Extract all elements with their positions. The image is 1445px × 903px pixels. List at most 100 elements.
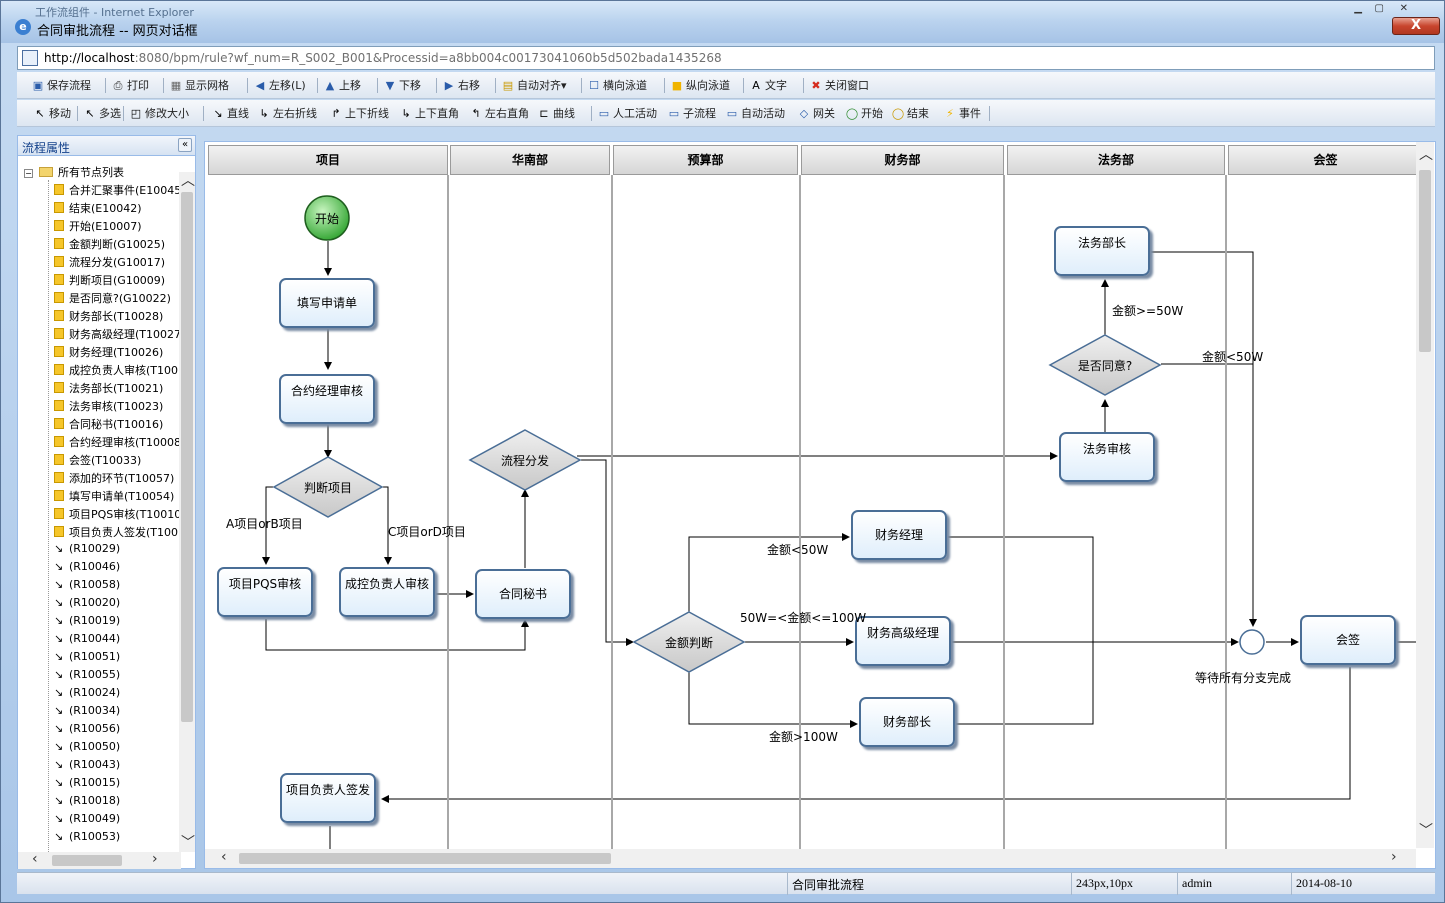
tree-node-task[interactable]: 财务高级经理(T10027 <box>54 326 181 344</box>
tree-node-task[interactable]: 财务部长(T10028) <box>54 308 163 326</box>
tree-node-task[interactable]: 项目负责人签发(T100 <box>54 524 178 542</box>
tree-node-line[interactable]: ↘(R10029) <box>54 542 120 560</box>
tree-node-task[interactable]: 结束(E10042) <box>54 200 142 218</box>
task-fin-senior[interactable]: 财务高级经理 <box>855 616 951 666</box>
task-proj-sign[interactable]: 项目负责人签发 <box>280 773 376 823</box>
tool-move-pointer-button[interactable]: ↖移动 <box>33 105 71 123</box>
tree-node-line[interactable]: ↘(R10020) <box>54 596 120 614</box>
tree-node-line[interactable]: ↘(R10044) <box>54 632 120 650</box>
tree-node-line[interactable]: ↘(R10015) <box>54 776 120 794</box>
scroll-down-icon[interactable]: ﹀ <box>181 835 195 851</box>
tool-auto-align-button[interactable]: ▤自动对齐▾ <box>501 77 567 95</box>
tree-node-task[interactable]: 合同秘书(T10016) <box>54 416 163 434</box>
collapse-icon[interactable]: « <box>178 138 192 152</box>
tool-start-button[interactable]: ◯开始 <box>845 105 883 123</box>
tree-horizontal-scrollbar[interactable]: ‹ › <box>18 851 181 869</box>
lane-header[interactable]: 预算部 <box>613 145 798 175</box>
task-pqs[interactable]: 项目PQS审核 <box>217 567 313 617</box>
task-secretary[interactable]: 合同秘书 <box>475 569 571 619</box>
tree-node-line[interactable]: ↘(R10058) <box>54 578 120 596</box>
tree-node-task[interactable]: 流程分发(G10017) <box>54 254 165 272</box>
task-countersign[interactable]: 会签 <box>1300 615 1396 665</box>
gateway-agree[interactable] <box>1048 334 1162 396</box>
bg-close-icon[interactable]: ✕ <box>1399 3 1408 14</box>
scroll-right-icon[interactable]: › <box>152 851 158 867</box>
tree-node-task[interactable]: 合并汇聚事件(E10045 <box>54 182 181 200</box>
tool-move-down-button[interactable]: ▼下移 <box>383 77 421 95</box>
tool-horizontal-lane-button[interactable]: ☐横向泳道 <box>587 77 647 95</box>
flow-diagram[interactable] <box>205 142 1436 869</box>
scroll-thumb[interactable] <box>181 192 193 722</box>
tool-event-button[interactable]: ⚡事件 <box>943 105 981 123</box>
gateway-dispatch[interactable] <box>468 429 582 491</box>
canvas-vertical-scrollbar[interactable]: ︿ ﹀ <box>1416 142 1434 848</box>
tool-auto-activity-button[interactable]: ▭自动活动 <box>725 105 785 123</box>
tool-print-button[interactable]: ⎙打印 <box>111 77 149 95</box>
tree-node-task[interactable]: 法务审核(T10023) <box>54 398 163 416</box>
tool-vertical-lane-button[interactable]: ■纵向泳道 <box>670 77 730 95</box>
tree-node-task[interactable]: 成控负责人审核(T100 <box>54 362 178 380</box>
tree-node-task[interactable]: 会签(T10033) <box>54 452 141 470</box>
tree-node-line[interactable]: ↘(R10049) <box>54 812 120 830</box>
tree-node-task[interactable]: 合约经理审核(T10008 <box>54 434 181 452</box>
tool-save-button[interactable]: ▣保存流程 <box>31 77 91 95</box>
tool-straight-line-button[interactable]: ↘直线 <box>211 105 249 123</box>
tree-node-task[interactable]: 判断项目(G10009) <box>54 272 165 290</box>
tree-node-line[interactable]: ↘(R10018) <box>54 794 120 812</box>
tree-node-task[interactable]: 金额判断(G10025) <box>54 236 165 254</box>
tool-grid-button[interactable]: ▦显示网格 <box>169 77 229 95</box>
scroll-up-icon[interactable]: ︿ <box>1419 147 1433 163</box>
canvas-horizontal-scrollbar[interactable]: ‹ › <box>205 849 1416 868</box>
bg-minimize-icon[interactable]: ▁ <box>1354 3 1362 14</box>
tool-move-up-button[interactable]: ▲上移 <box>323 77 361 95</box>
tool-gateway-button[interactable]: ◇网关 <box>797 105 835 123</box>
tree-node-line[interactable]: ↘(R10055) <box>54 668 120 686</box>
tool-end-button[interactable]: ◯结束 <box>891 105 929 123</box>
task-cost-ctrl[interactable]: 成控负责人审核 <box>339 567 435 617</box>
task-contract-mgr[interactable]: 合约经理审核 <box>279 374 375 424</box>
address-bar[interactable]: http://localhost:8080/bpm/rule?wf_num=R_… <box>17 46 1435 70</box>
tree-node-task[interactable]: 是否同意?(G10022) <box>54 290 171 308</box>
tool-move-left-button[interactable]: ◀左移(L) <box>253 77 306 95</box>
tree-node-line[interactable]: ↘(R10056) <box>54 722 120 740</box>
tree-node-line[interactable]: ↘(R10046) <box>54 560 120 578</box>
tool-ud-rightangle-button[interactable]: ↳上下直角 <box>399 105 459 123</box>
gateway-amount[interactable] <box>632 611 746 673</box>
tree-node-task[interactable]: 财务经理(T10026) <box>54 344 163 362</box>
scroll-left-icon[interactable]: ‹ <box>32 851 38 867</box>
tree-node-line[interactable]: ↘(R10019) <box>54 614 120 632</box>
tree-node-line[interactable]: ↘(R10050) <box>54 740 120 758</box>
close-button[interactable]: X <box>1392 17 1440 35</box>
tool-lr-polyline-button[interactable]: ↳左右折线 <box>257 105 317 123</box>
tool-move-right-button[interactable]: ▶右移 <box>442 77 480 95</box>
tree-node-line[interactable]: ↘(R10043) <box>54 758 120 776</box>
flow-canvas[interactable]: 项目华南部预算部财务部法务部会签 填写申请单合约经理审核项目PQS审核成控负责人… <box>204 141 1436 869</box>
tool-manual-activity-button[interactable]: ▭人工活动 <box>597 105 657 123</box>
scroll-right-icon[interactable]: › <box>1391 849 1397 865</box>
bg-maximize-icon[interactable]: ▢ <box>1374 3 1384 14</box>
lane-header[interactable]: 华南部 <box>450 145 610 175</box>
tool-lr-rightangle-button[interactable]: ↰左右直角 <box>469 105 529 123</box>
tree-node-line[interactable]: ↘(R10053) <box>54 830 120 848</box>
join-event[interactable] <box>1239 629 1265 655</box>
gateway-judge-project[interactable] <box>272 456 384 518</box>
scroll-left-icon[interactable]: ‹ <box>221 849 227 865</box>
tree-node-line[interactable]: ↘(R10051) <box>54 650 120 668</box>
start-event[interactable] <box>304 195 350 241</box>
lane-header[interactable]: 项目 <box>208 145 448 175</box>
tool-resize-button[interactable]: ◰修改大小 <box>129 105 189 123</box>
tree-vertical-scrollbar[interactable]: ︿ ﹀ <box>179 172 195 852</box>
tree-root[interactable]: − 所有节点列表 <box>24 164 124 182</box>
tool-subprocess-button[interactable]: ▭子流程 <box>667 105 716 123</box>
task-legal-head[interactable]: 法务部长 <box>1054 226 1150 276</box>
lane-header[interactable]: 财务部 <box>801 145 1004 175</box>
scroll-thumb[interactable] <box>52 855 122 866</box>
task-fill-form[interactable]: 填写申请单 <box>279 278 375 328</box>
task-fin-head[interactable]: 财务部长 <box>859 697 955 747</box>
tool-ud-polyline-button[interactable]: ↱上下折线 <box>329 105 389 123</box>
tool-multi-select-button[interactable]: ↖多选 <box>83 105 121 123</box>
scroll-thumb[interactable] <box>1419 170 1431 352</box>
task-legal-review[interactable]: 法务审核 <box>1059 432 1155 482</box>
minus-icon[interactable]: − <box>24 169 33 178</box>
